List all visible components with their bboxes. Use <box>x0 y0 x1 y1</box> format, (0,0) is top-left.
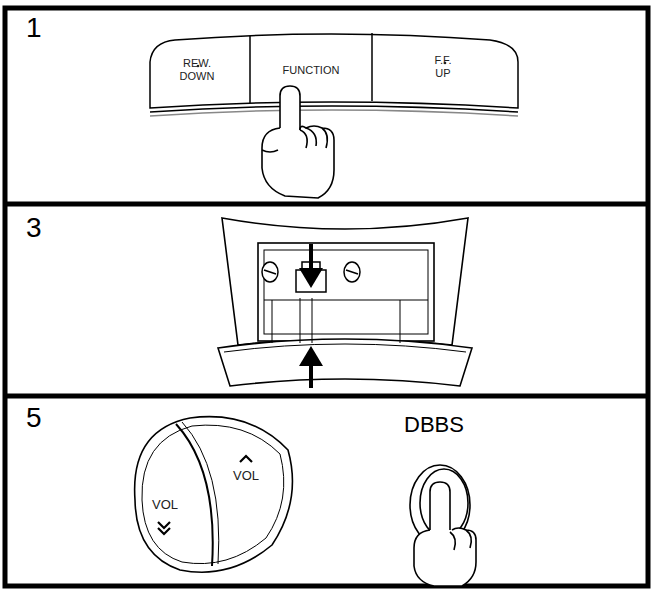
panel-divider <box>5 394 648 399</box>
control-button: REW. DOWN <box>162 55 232 84</box>
panel-divider <box>5 202 648 207</box>
button-label: REW. DOWN <box>162 57 232 82</box>
button-name: DBBS <box>404 412 464 438</box>
outer-frame <box>5 8 648 586</box>
button-bar <box>150 33 518 116</box>
step-number: 1 <box>26 12 42 44</box>
step-number: 5 <box>26 402 42 434</box>
button-label: VOL <box>152 498 178 513</box>
press-arrow <box>299 244 323 388</box>
button-label: F.F. UP <box>413 54 473 79</box>
pressing-hand <box>414 482 476 586</box>
button-label: FUNCTION <box>283 64 340 77</box>
step-number: 3 <box>26 212 42 244</box>
button-label: VOL <box>233 469 259 484</box>
device-housing <box>218 218 472 386</box>
pressing-hand <box>262 86 334 198</box>
volume-button-half: VOL <box>231 467 261 486</box>
control-button: FUNCTION <box>281 62 342 79</box>
volume-button <box>135 417 293 573</box>
volume-button-half: VOL <box>150 496 180 515</box>
control-button: F.F. UP <box>413 52 473 81</box>
